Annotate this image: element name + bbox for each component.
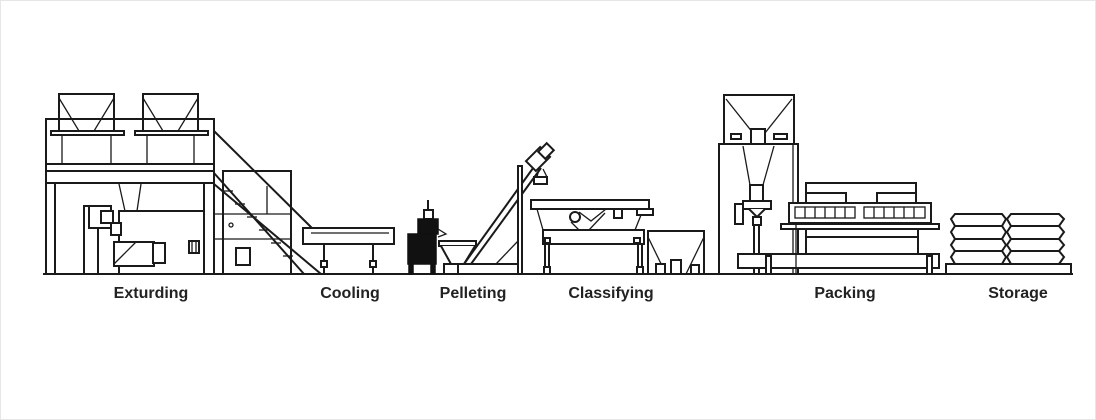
classifier-machine [530,199,705,275]
packing-machine [718,94,940,275]
extruder-machine [45,93,322,275]
stage-label-pelleting: Pelleting [439,285,507,302]
stage-label-storage: Storage [988,285,1048,302]
storage-bag-stack [945,213,1072,275]
cooler-machine [302,227,395,274]
stage-label-packing: Packing [814,285,876,302]
stage-label-extruding: Exturding [113,285,189,302]
pelleting-machine [407,141,556,275]
stage-label-cooling: Cooling [320,285,380,302]
stage-label-classifying: Classifying [568,285,654,302]
